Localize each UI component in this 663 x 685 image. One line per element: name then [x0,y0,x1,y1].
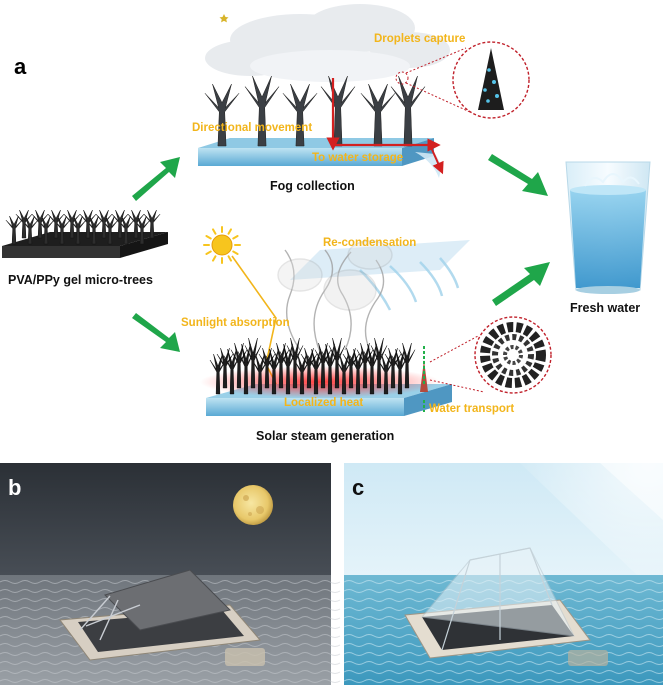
micro-tree [5,215,23,245]
micro-tree [390,75,426,147]
fog-collector [198,75,444,178]
micro-tree [320,75,356,147]
micro-tree [370,337,388,389]
micro-tree [314,342,332,389]
micro-tree [79,209,97,239]
micro-tree [360,83,396,147]
droplets-capture-label: Droplets capture [374,33,465,45]
sun-ray [232,250,239,255]
sun-ray [232,235,239,240]
micro-tree [15,209,33,239]
wave-line [0,679,341,683]
wave-line [343,670,663,674]
re-condensation-label: Re-condensation [323,237,416,249]
to-water-storage-label: To water storage [312,152,403,164]
crescent-moon-icon [196,12,229,38]
flow-arrows [132,154,550,352]
micro-tree [342,347,360,389]
wave-line [343,679,663,683]
porous-network-zoom-inset [429,316,552,394]
micro-tree [204,83,240,147]
panel-label-a: a [14,54,27,79]
sun-ray [212,255,217,262]
micro-tree [384,347,402,389]
panel-c-day-scene: c [343,463,663,685]
water-transport-label: Water transport [429,403,514,415]
sun-ray [212,228,217,235]
micro-tree [47,209,65,239]
micro-tree [216,347,234,389]
arrow-to-solar [132,313,180,352]
condensation-cover [290,240,470,311]
sun-ray [205,235,212,240]
fog-collection-label: Fog collection [270,179,355,193]
micro-tree [258,347,276,389]
micro-tree [328,337,346,389]
micro-tree [111,209,129,239]
sun-ray [205,250,212,255]
arrow-to-fog [132,157,180,201]
solar-steam-label: Solar steam generation [256,429,394,443]
micro-trees-array [2,209,168,258]
fog-cloud [205,4,450,82]
droplets-zoom-inset [395,41,530,119]
sun-icon [203,226,241,264]
moon [233,485,273,525]
wave-line [343,661,663,665]
micro-tree [244,75,280,147]
micro-tree [282,83,318,147]
sun-ray [227,255,232,262]
panel-label-c: c [352,475,364,500]
arrow-fog-to-water [488,154,548,196]
micro-tree [244,337,262,389]
sun-ray [227,228,232,235]
fresh-water-glass [565,161,651,294]
solar-steam-generator [200,337,452,416]
micro-tree [356,342,374,389]
solar-device [404,547,608,666]
micro-tree [127,209,145,239]
fresh-water-label: Fresh water [570,301,640,315]
micro-tree [31,209,49,239]
micro-tree [143,209,161,239]
micro-tree [398,342,416,389]
fog-device [59,569,265,666]
micro-tree [230,342,248,389]
wave-line [0,652,341,656]
panel-label-b: b [8,475,21,500]
wave-line [0,661,341,665]
micro-tree [272,342,290,389]
micro-tree [300,347,318,389]
micro-tree [286,337,304,389]
steam-plume [277,240,393,353]
red-flow-drop [429,144,444,175]
arrow-solar-to-water [492,262,550,306]
localized-heat-label: Localized heat [284,397,363,409]
wave-line [0,670,341,674]
micro-tree [95,209,113,239]
directional-movement-label: Directional movement [192,122,312,134]
sunlight-absorption-label: Sunlight absorption [181,317,290,329]
micro-tree [63,209,81,239]
micro-trees-label: PVA/PPy gel micro-trees [8,273,153,287]
panel-b-night-scene: b [0,463,341,685]
wave-line [343,652,663,656]
